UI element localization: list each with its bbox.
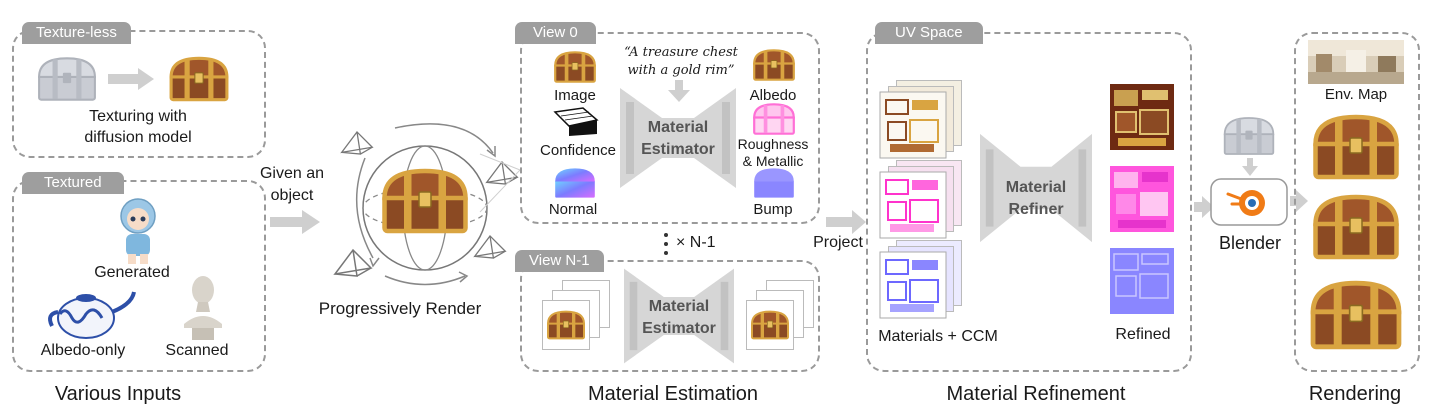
uv-roughness-map [879, 171, 947, 239]
various-inputs-title: Various Inputs [54, 383, 182, 405]
estimator-network-icon [620, 88, 736, 188]
textured-panel [12, 180, 266, 372]
blender-to-rendering-arrow-icon [1290, 190, 1308, 212]
project-arrow-icon [826, 210, 866, 234]
refined-bump-map [1110, 248, 1174, 314]
render-to-estimation-arrow-icon [479, 153, 521, 213]
refined-albedo-map [1110, 84, 1174, 150]
repeat-dots-icon [664, 233, 668, 255]
env-map-label: Env. Map [1324, 86, 1388, 103]
image-label: Image [554, 87, 596, 104]
blender-down-arrow-icon [1242, 158, 1258, 176]
refinement-to-blender-arrow-icon [1194, 196, 1214, 218]
textured-chest-icon [168, 56, 230, 102]
uv-albedo-map [879, 91, 947, 159]
refined-roughness-map [1110, 166, 1174, 232]
blender-logo-icon [1210, 178, 1288, 226]
teapot-icon [48, 291, 136, 339]
prompt-arrow-icon [668, 80, 690, 102]
material-estimation-title: Material Estimation [587, 383, 759, 405]
prompt-line2: with a gold rim” [627, 63, 735, 78]
refiner-label-1: Material [1005, 179, 1067, 196]
normal-label: Normal [548, 201, 598, 218]
roughness-label-1: Roughness [737, 136, 809, 152]
albedo-only-label: Albedo-only [40, 342, 126, 359]
materials-ccm-label: Materials + CCM [878, 328, 998, 345]
given-object-arrow-icon [270, 210, 320, 234]
material-refinement-title: Material Refinement [946, 383, 1126, 405]
given-object-line1: Given an [259, 165, 325, 182]
rendered-chest-3 [1308, 280, 1404, 350]
textureless-caption-2: diffusion model [84, 129, 192, 146]
rendering-panel [1294, 32, 1420, 372]
uv-space-tag: UV Space [875, 22, 983, 44]
albedo-chest-icon [752, 48, 796, 82]
textureless-caption-1: Texturing with [89, 108, 187, 125]
project-label: Project [813, 234, 863, 251]
image-chest-icon [553, 50, 597, 84]
viewn-tag: View N-1 [515, 250, 604, 272]
refined-label: Refined [1115, 326, 1171, 343]
generated-label: Generated [94, 264, 170, 281]
textureless-chest-icon [36, 56, 98, 102]
prompt-line1: “A treasure chest [624, 45, 738, 60]
textureless-tag: Texture-less [22, 22, 131, 44]
textureless-panel [12, 30, 266, 158]
normal-chest-icon [555, 168, 595, 198]
rendered-chest-1 [1308, 114, 1404, 180]
uv-space-panel [866, 32, 1192, 372]
blender-label: Blender [1218, 233, 1282, 253]
estimator-label-1: Material [647, 119, 709, 136]
roughness-label-2: & Metallic [742, 153, 804, 169]
viewn-estimator-label-2: Estimator [642, 320, 716, 337]
refiner-network-icon [980, 133, 1092, 243]
viewn-estimator-network-icon [624, 268, 734, 364]
blender-input-chest-icon [1222, 116, 1276, 156]
render-sphere-diagram [334, 123, 518, 286]
confidence-map-icon [553, 107, 599, 136]
render-caption: Progressively Render [318, 299, 482, 318]
rendering-title: Rendering [1308, 383, 1402, 405]
viewn-input-chest-icon [546, 310, 586, 340]
given-object-line2: object [270, 187, 314, 204]
viewn-output-chest-icon [750, 310, 790, 340]
viewn-estimator-label-1: Material [648, 298, 710, 315]
view0-tag: View 0 [515, 22, 596, 44]
view0-panel [520, 32, 820, 224]
viewn-panel [520, 260, 820, 372]
textured-tag: Textured [22, 172, 124, 194]
uv-bump-map [879, 251, 947, 319]
roughness-chest-icon [753, 103, 795, 135]
scanned-label: Scanned [165, 342, 229, 359]
bump-label: Bump [753, 201, 793, 218]
refiner-label-2: Refiner [1008, 201, 1064, 218]
albedo-label: Albedo [749, 87, 797, 104]
bump-chest-icon [754, 168, 794, 198]
generated-character-icon [120, 198, 156, 264]
bust-statue-icon [184, 276, 222, 340]
texturing-arrow-icon [108, 68, 154, 90]
repeat-label: × N-1 [676, 234, 716, 251]
estimator-label-2: Estimator [641, 141, 715, 158]
confidence-label: Confidence [540, 142, 616, 159]
env-map-panorama [1308, 40, 1404, 84]
rendered-chest-2 [1308, 194, 1404, 260]
